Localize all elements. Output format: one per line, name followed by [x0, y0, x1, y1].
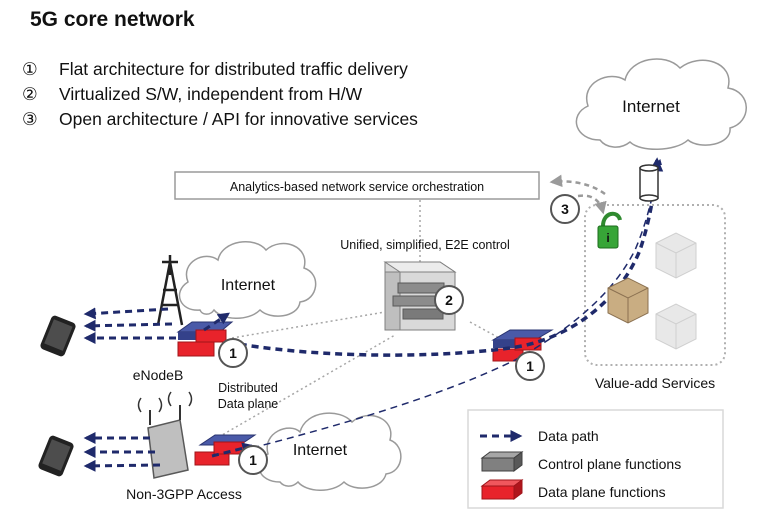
badge-1-enodeb: 1	[218, 338, 248, 368]
legend-label: Data path	[538, 428, 599, 444]
legend-label: Control plane functions	[538, 456, 681, 472]
lock-glyph: i	[606, 231, 609, 245]
legend-item-control-plane: Control plane functions	[480, 451, 681, 472]
legend-item-data-path: Data path	[480, 428, 599, 444]
legend-label: Data plane functions	[538, 484, 666, 500]
non3gpp-label: Non-3GPP Access	[126, 486, 242, 502]
svg-text:2: 2	[445, 292, 453, 308]
control-label: Unified, simplified, E2E control	[340, 238, 510, 252]
cloud-label: Internet	[293, 442, 348, 459]
orchestration-api-arrows	[549, 174, 607, 215]
orchestration-box: Analytics-based network service orchestr…	[174, 171, 540, 200]
legend-item-data-plane: Data plane functions	[480, 479, 666, 500]
non3gpp-data-plane-router	[194, 434, 257, 466]
unified-control-server: Unified, simplified, E2E control	[340, 238, 510, 331]
distributed-label: Data plane	[218, 397, 279, 411]
svg-text:1: 1	[249, 452, 257, 468]
cloud-label: Internet	[622, 97, 680, 116]
enodeb-tower-icon	[156, 255, 184, 326]
internet-cloud-mid: Internet	[178, 241, 317, 319]
data-plane-block-icon	[480, 479, 524, 500]
service-module-icon	[655, 303, 697, 350]
control-links	[209, 200, 513, 443]
gateway-cylinder-icon	[639, 164, 659, 202]
badge-3-value-add: 3	[550, 194, 580, 224]
value-add-services-box: Value-add Services	[584, 204, 726, 391]
orchestration-label: Analytics-based network service orchestr…	[230, 180, 484, 194]
distributed-label: Distributed	[218, 381, 278, 395]
badge-1-core: 1	[515, 351, 545, 381]
open-lock-icon: i	[597, 211, 622, 249]
svg-text:3: 3	[561, 201, 569, 217]
data-paths	[83, 157, 664, 472]
enodeb-data-plane-router	[176, 321, 234, 357]
internet-cloud-top: Internet	[575, 58, 747, 150]
cloud-label: Internet	[221, 277, 276, 294]
value-add-label: Value-add Services	[595, 375, 715, 391]
badge-2-control: 2	[434, 285, 464, 315]
page-title: 5G core network	[30, 8, 195, 31]
control-plane-block-icon	[480, 451, 524, 472]
badge-1-non3gpp: 1	[238, 445, 268, 475]
smartphone-icon	[38, 435, 74, 477]
service-module-icon	[655, 232, 697, 279]
service-module-icon	[607, 277, 649, 324]
legend: Data path Control plane functions Data p…	[467, 409, 724, 509]
internet-cloud-bottom: Internet	[258, 412, 402, 491]
wifi-access-point-icon	[137, 391, 193, 479]
enodeb-label: eNodeB	[133, 367, 184, 383]
svg-text:1: 1	[526, 358, 534, 374]
svg-text:1: 1	[229, 345, 237, 361]
smartphone-icon	[40, 315, 76, 357]
